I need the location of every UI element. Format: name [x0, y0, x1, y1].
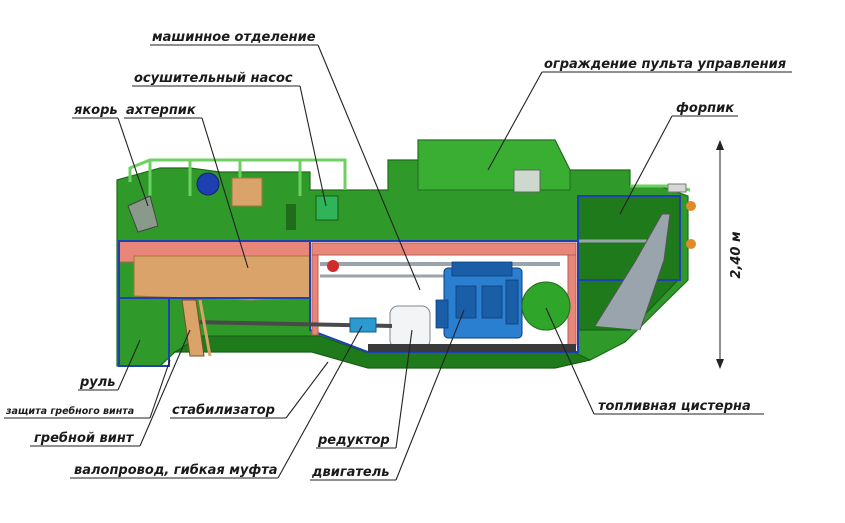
leader-engine	[395, 309, 465, 481]
label-shaft-coupling: валопровод, гибкая муфта	[74, 463, 278, 478]
label-forepeak: форпик	[676, 101, 735, 116]
engine-cyl-1	[455, 285, 477, 319]
leader-shaft-coupling	[277, 325, 363, 479]
fuel-tank-shape	[521, 281, 571, 331]
bow-light-1	[686, 201, 696, 211]
label-engine: двигатель	[311, 465, 390, 480]
engine-room-aft-bulkhead-tank	[311, 254, 319, 336]
leader-rudder	[117, 339, 141, 391]
bow-fitting	[667, 183, 687, 193]
console-window	[513, 169, 541, 193]
engine-room-ceiling-tank	[311, 242, 577, 256]
dimension-arrow-top	[716, 140, 724, 150]
label-bilge-pump: осушительный насос	[134, 71, 293, 86]
dimension-label: 2,40 м	[729, 231, 744, 279]
label-stabilizer: стабилизатор	[172, 403, 275, 418]
bow-light-2	[686, 239, 696, 249]
wheelhouse	[417, 139, 571, 191]
label-fuel-tank: топливная цистерна	[598, 399, 751, 414]
winch-drum	[196, 172, 220, 196]
leader-propeller	[139, 329, 191, 447]
label-console-guard: ограждение пульта управления	[544, 57, 786, 72]
dimension-arrow-bottom	[716, 359, 724, 369]
anchor-shape	[127, 195, 159, 233]
leader-console-guard	[487, 71, 543, 171]
engine-flywheel	[435, 299, 449, 329]
leader-anchor	[117, 117, 149, 207]
label-rudder: руль	[79, 375, 116, 390]
label-anchor: якорь	[73, 103, 118, 118]
propeller-blade-2	[198, 299, 212, 357]
leader-stabilizer	[285, 361, 329, 419]
label-gearbox: редуктор	[317, 433, 390, 448]
engine-block	[435, 261, 523, 339]
label-propeller: гребной винт	[34, 431, 135, 446]
bilge-pump-unit	[315, 195, 339, 221]
leader-engine-room	[317, 44, 421, 291]
callouts: машинное отделение осушительный насос ог…	[4, 30, 792, 481]
leader-fuel-tank	[545, 307, 595, 415]
vent-pipe	[286, 204, 296, 230]
leader-bilge-pump	[299, 85, 327, 207]
label-propeller-guard: защита гребного винта	[5, 406, 134, 417]
compartments	[118, 195, 681, 367]
height-dimension: 2,40 м	[716, 140, 744, 369]
stern-outline	[118, 297, 170, 367]
forepeak-ladder	[594, 213, 671, 331]
red-valve	[327, 260, 339, 272]
deck-box	[231, 177, 263, 207]
label-engine-room: машинное отделение	[152, 30, 316, 45]
leader-gearbox	[395, 329, 413, 449]
leader-propeller-guard	[149, 359, 171, 419]
flexible-coupling	[349, 317, 377, 333]
deck-equipment	[127, 169, 696, 249]
leader-afterpeak	[201, 117, 249, 269]
label-afterpeak: ахтерпик	[126, 103, 197, 118]
afterpeak-tank	[133, 255, 311, 301]
leader-forepeak	[619, 115, 673, 215]
engine-head	[451, 261, 513, 277]
engine-room-floor	[368, 344, 576, 352]
engine-turbo	[505, 279, 519, 325]
engine-cyl-2	[481, 285, 503, 319]
